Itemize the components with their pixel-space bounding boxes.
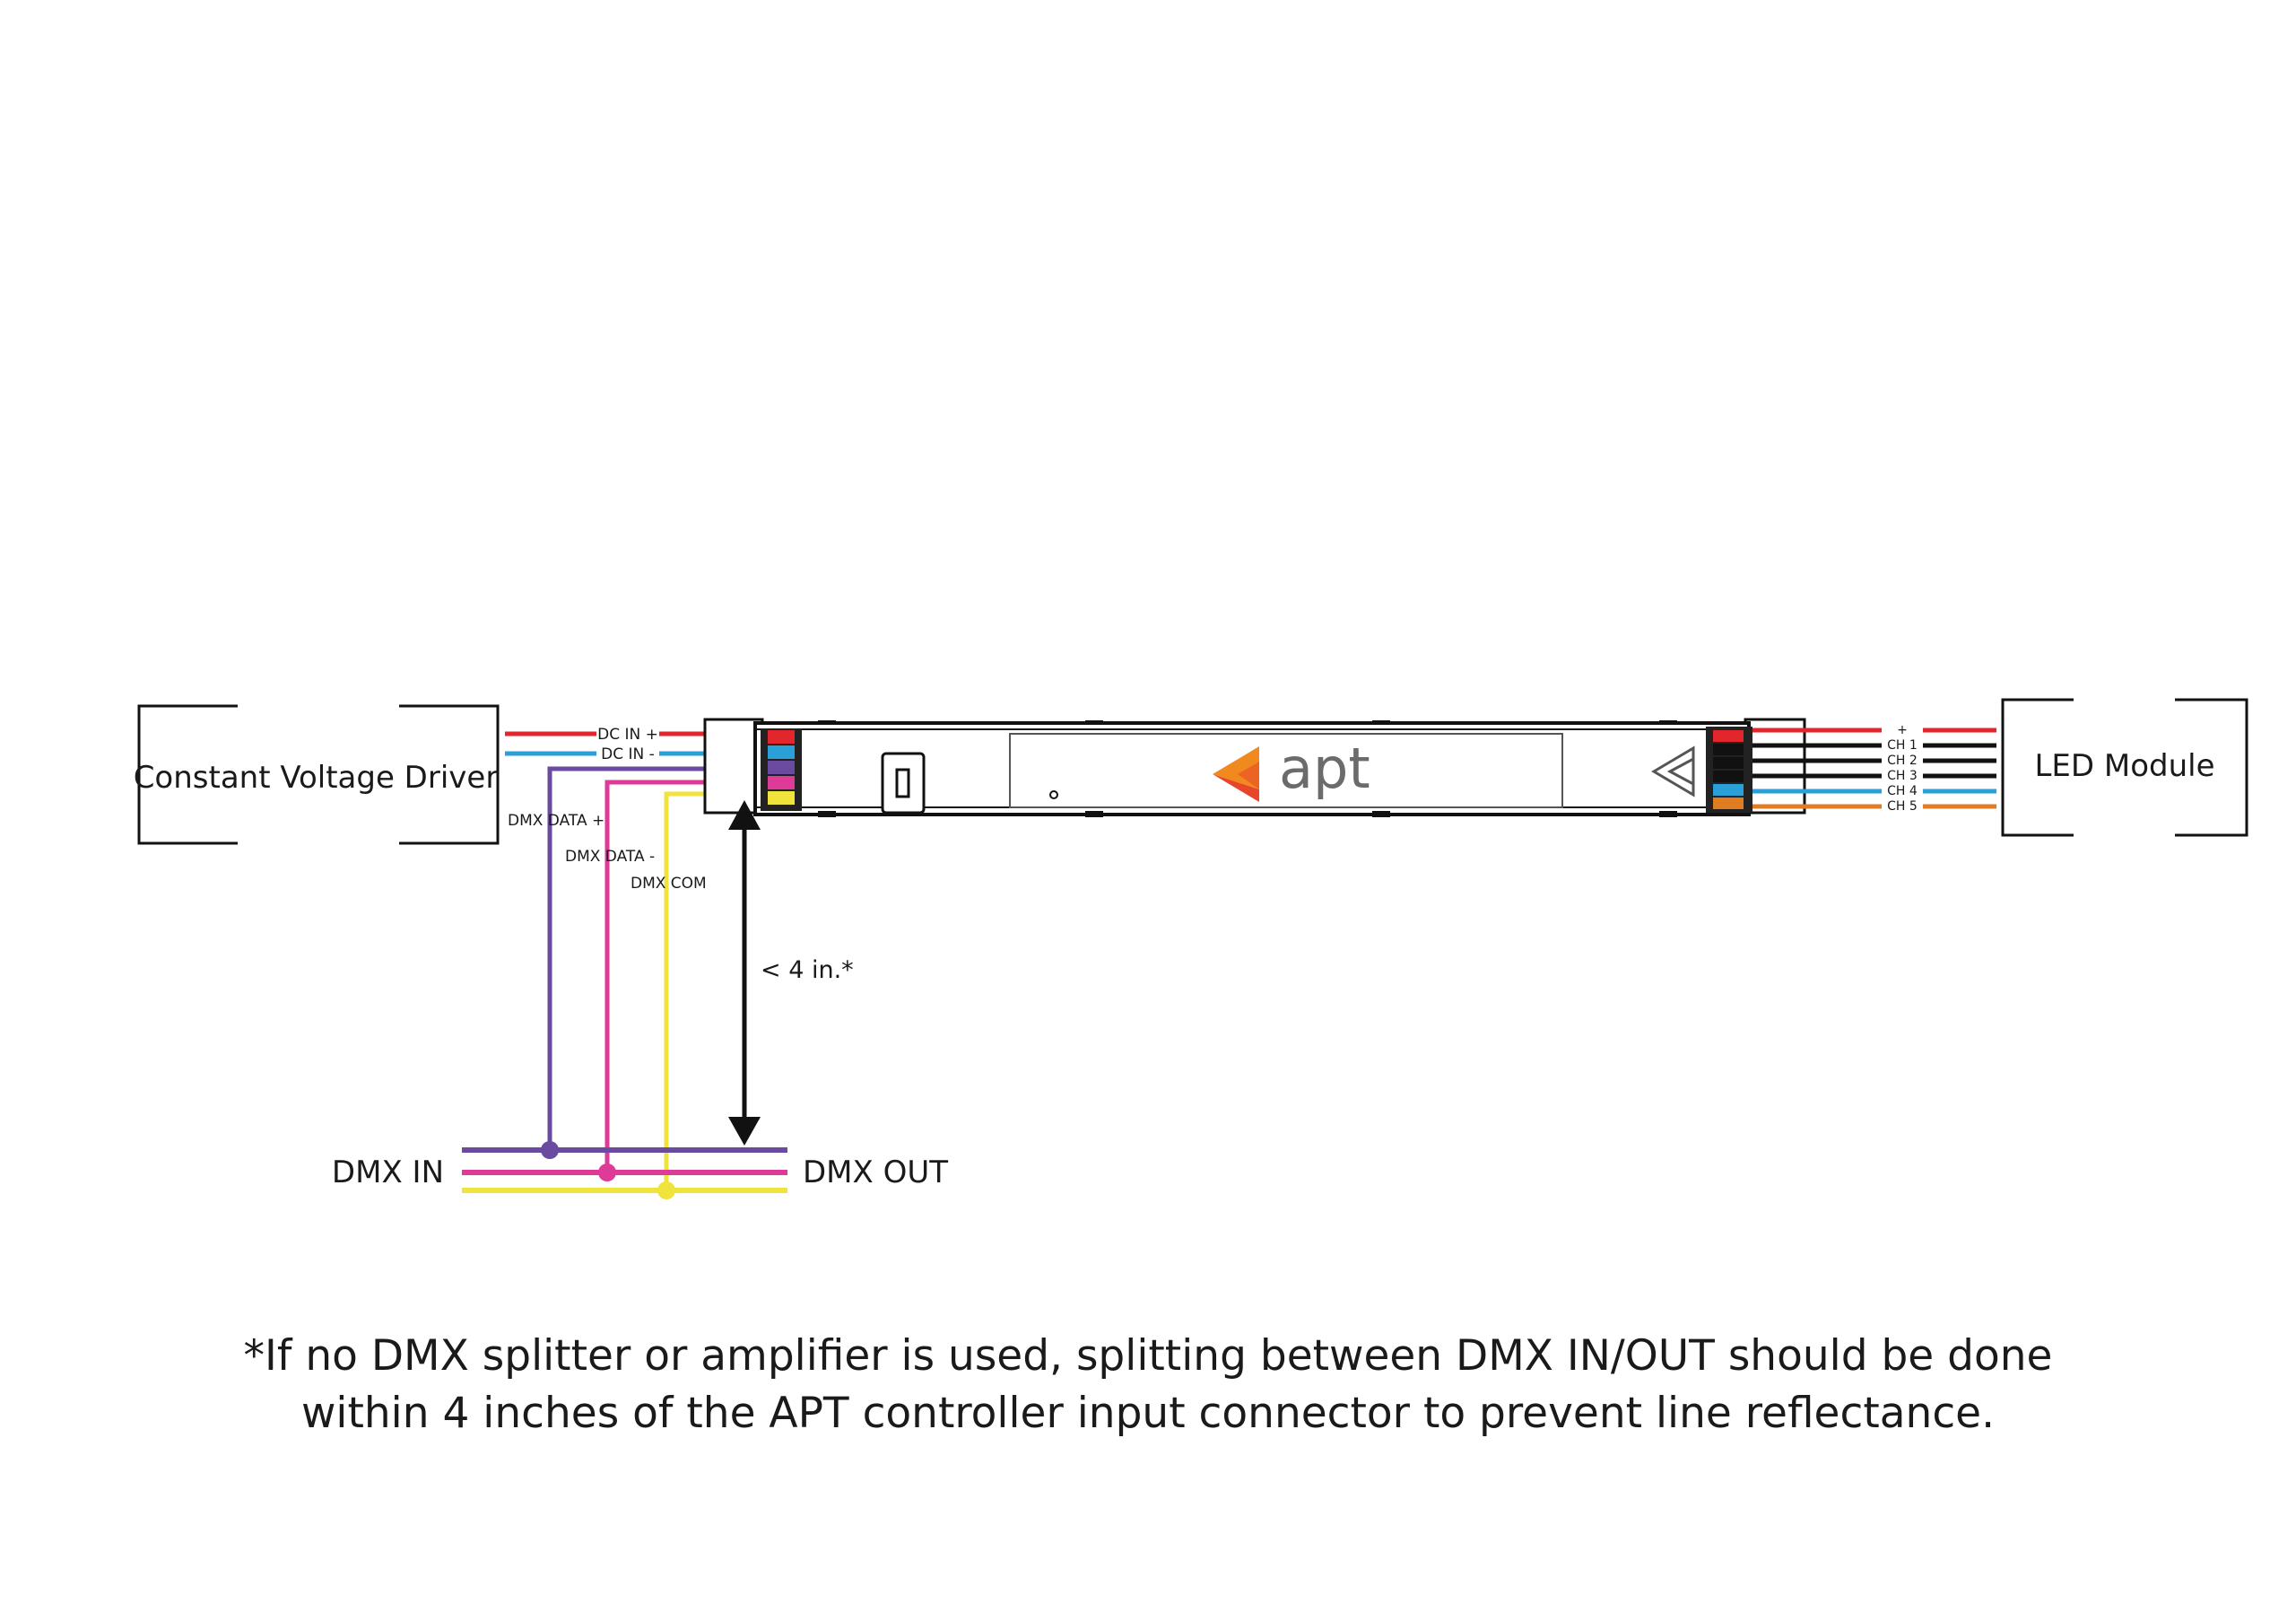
dc-in-plus-label: DC IN +: [597, 726, 658, 744]
dmx-data-minus-label: DMX DATA -: [565, 848, 655, 866]
dimension-label: < 4 in.*: [761, 956, 854, 984]
dmx-data-plus-junction: [541, 1141, 559, 1159]
dmx-data-minus-junction: [598, 1163, 616, 1181]
footnote-line-1: *If no DMX splitter or amplifier is used…: [243, 1331, 2053, 1381]
dmx-com-junction: [657, 1181, 675, 1199]
controller-label-panel: [1009, 733, 1563, 808]
dmx-data-minus-wire: [604, 780, 761, 1172]
output-label-ch2: CH 2: [1887, 754, 1918, 768]
dmx-com-label: DMX COM: [631, 875, 707, 893]
dc-in-minus-label: DC IN -: [601, 745, 655, 763]
dmx-data-plus-wire: [547, 766, 761, 1150]
dimension-arrow: [728, 800, 761, 1146]
driver-box-label: Constant Voltage Driver: [134, 760, 499, 796]
led-module-label: LED Module: [2034, 748, 2214, 784]
driver-box: [137, 704, 500, 845]
input-connector: [761, 728, 802, 811]
apt-controller: apt: [703, 718, 1806, 817]
footnote-line-2: within 4 inches of the APT controller in…: [300, 1389, 1996, 1438]
apt-logo-icon: [1213, 746, 1259, 802]
output-label-plus: +: [1897, 723, 1908, 737]
led-module-box: [2001, 698, 2248, 837]
output-label-ch3: CH 3: [1887, 769, 1918, 783]
status-led-icon: [1049, 790, 1058, 799]
footnote: *If no DMX splitter or amplifier is used…: [0, 1328, 2296, 1442]
output-label-ch5: CH 5: [1887, 799, 1918, 814]
output-label-ch1: CH 1: [1887, 738, 1918, 753]
dmx-in-label: DMX IN: [332, 1155, 444, 1190]
output-label-ch4: CH 4: [1887, 784, 1918, 798]
dmx-data-plus-label: DMX DATA +: [508, 812, 604, 830]
output-wires: [1752, 728, 1996, 809]
apt-logo-text: apt: [1279, 736, 1370, 801]
dmx-out-label: DMX OUT: [803, 1155, 948, 1190]
triangle-logo-icon: [1651, 745, 1695, 797]
output-connector: [1706, 727, 1752, 813]
dmx-bus: [462, 1147, 787, 1193]
